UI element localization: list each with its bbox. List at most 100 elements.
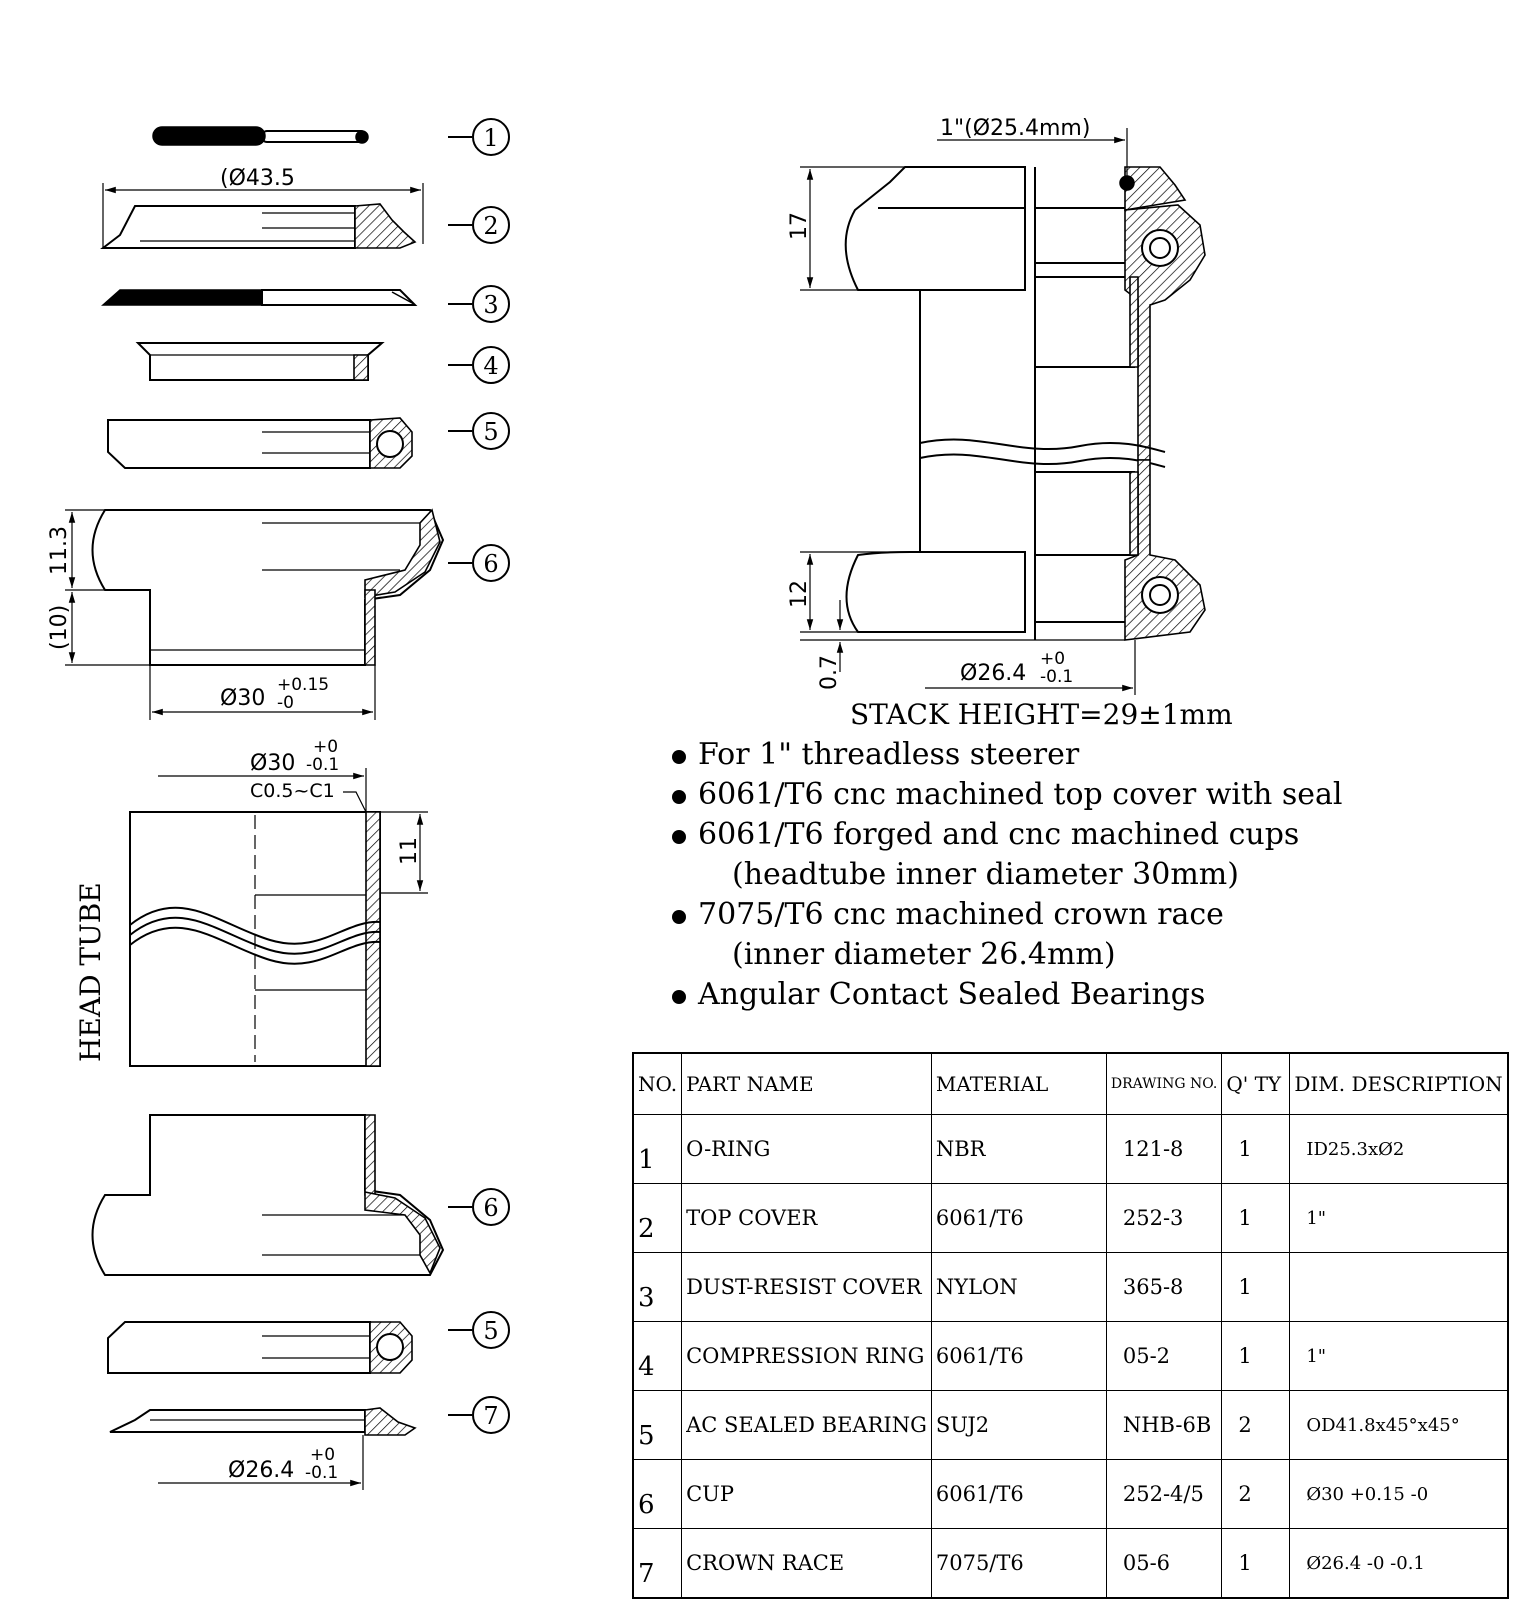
- svg-text:4: 4: [483, 352, 498, 380]
- part-compression-ring: [135, 342, 385, 381]
- assembly-view: 1"(Ø25.4mm) 17 12 0.7 Ø26.4 +0 -0.1 STAC…: [787, 116, 1233, 731]
- feature-text: For 1" threadless steerer: [698, 737, 1080, 772]
- svg-text:C0.5~C1: C0.5~C1: [250, 780, 335, 802]
- cell-qty: 1: [1221, 1114, 1291, 1184]
- cell-no: 5: [632, 1390, 683, 1460]
- table-row: 4 COMPRESSION RING 6061/T6 05-2 1 1": [632, 1321, 1509, 1391]
- svg-text:6: 6: [483, 1194, 498, 1222]
- cell-qty: 1: [1221, 1252, 1291, 1322]
- cell-drawing-no: 252-3: [1105, 1183, 1223, 1253]
- callout-7: 7: [448, 1396, 510, 1434]
- table-header-row: NO. PART NAME MATERIAL DRAWING NO. Q' TY…: [632, 1052, 1509, 1115]
- cell-qty: 1: [1221, 1528, 1291, 1599]
- cell-drawing-no: 121-8: [1105, 1114, 1223, 1184]
- bullet-icon: [672, 990, 686, 1004]
- cell-dim: 1": [1289, 1183, 1509, 1253]
- table-row: 2 TOP COVER 6061/T6 252-3 1 1": [632, 1183, 1509, 1253]
- cell-no: 1: [632, 1114, 683, 1184]
- callout-6-bottom: 6: [448, 1188, 510, 1226]
- svg-text:6: 6: [483, 550, 498, 578]
- svg-text:3: 3: [483, 291, 498, 319]
- part-cup-lower: [91, 1114, 445, 1276]
- cell-no: 3: [632, 1252, 683, 1322]
- callout-2: 2: [448, 206, 510, 244]
- bullet-icon: [672, 830, 686, 844]
- cell-dim: Ø30 +0.15 -0: [1289, 1459, 1509, 1529]
- table-row: 3 DUST-RESIST COVER NYLON 365-8 1: [632, 1252, 1509, 1322]
- cell-dim: 1": [1289, 1321, 1509, 1391]
- part-bearing-top: [107, 417, 413, 469]
- cell-part-name: AC SEALED BEARING: [681, 1390, 932, 1460]
- feature-text: 6061/T6 cnc machined top cover with seal: [698, 777, 1343, 812]
- feature-text: (headtube inner diameter 30mm): [732, 857, 1239, 892]
- callout-4: 4: [448, 346, 510, 384]
- part-dust-cover: [101, 289, 418, 306]
- svg-text:+0: +0: [313, 737, 338, 757]
- header-no: NO.: [632, 1052, 683, 1115]
- header-qty: Q' TY: [1221, 1052, 1291, 1115]
- dim-assembly-crown: Ø26.4 +0 -0.1: [925, 640, 1136, 695]
- cell-material: SUJ2: [930, 1390, 1107, 1460]
- svg-text:1: 1: [483, 124, 498, 152]
- cell-no: 6: [632, 1459, 683, 1529]
- callout-3: 3: [448, 285, 510, 323]
- bullet-icon: [672, 910, 686, 924]
- cell-no: 2: [632, 1183, 683, 1253]
- dim-tube-dia: Ø30 +0 -0.1 C0.5~C1: [158, 737, 367, 813]
- svg-text:+0: +0: [1040, 649, 1065, 669]
- svg-text:-0.1: -0.1: [306, 755, 339, 775]
- cell-part-name: TOP COVER: [681, 1183, 932, 1253]
- stack-height: STACK HEIGHT=29±1mm: [850, 698, 1233, 731]
- part-o-ring: [152, 126, 369, 146]
- svg-text:12: 12: [787, 580, 812, 608]
- table-row: 1 O-RING NBR 121-8 1 ID25.3xØ2: [632, 1114, 1509, 1184]
- callout-5-top: 5: [448, 412, 510, 450]
- cell-part-name: COMPRESSION RING: [681, 1321, 932, 1391]
- svg-text:17: 17: [787, 212, 812, 240]
- parts-table: NO. PART NAME MATERIAL DRAWING NO. Q' TY…: [632, 1052, 1509, 1599]
- dim-top-stack: 17: [787, 166, 905, 291]
- feature-item: Angular Contact Sealed Bearings: [672, 975, 1432, 1015]
- cell-qty: 1: [1221, 1321, 1291, 1391]
- dim-top-cover: (Ø43.5: [102, 166, 424, 248]
- svg-text:-0.1: -0.1: [1040, 667, 1073, 687]
- feature-item: 7075/T6 cnc machined crown race: [672, 895, 1432, 935]
- head-tube-label: HEAD TUBE: [74, 882, 107, 1062]
- bullet-icon: [672, 790, 686, 804]
- feature-text: (inner diameter 26.4mm): [732, 937, 1116, 972]
- dim-cup-dia: Ø30 +0.15 -0: [149, 665, 376, 720]
- svg-text:2: 2: [483, 212, 498, 240]
- dim-cup-height: 11.3 (10): [47, 509, 150, 666]
- part-cup-upper: [91, 508, 445, 666]
- cell-qty: 2: [1221, 1390, 1291, 1460]
- cell-material: NYLON: [930, 1252, 1107, 1322]
- svg-text:+0.15: +0.15: [277, 675, 329, 695]
- feature-list: For 1" threadless steerer 6061/T6 cnc ma…: [672, 735, 1432, 1015]
- svg-text:Ø26.4: Ø26.4: [960, 661, 1026, 686]
- table-row: 6 CUP 6061/T6 252-4/5 2 Ø30 +0.15 -0: [632, 1459, 1509, 1529]
- cell-dim: OD41.8x45°x45°: [1289, 1390, 1509, 1460]
- feature-item: (inner diameter 26.4mm): [672, 935, 1432, 975]
- feature-text: 7075/T6 cnc machined crown race: [698, 897, 1224, 932]
- callout-6-top: 6: [448, 544, 510, 582]
- header-drawing-no: DRAWING NO.: [1105, 1052, 1223, 1115]
- cell-part-name: CUP: [681, 1459, 932, 1529]
- cell-drawing-no: NHB-6B: [1105, 1390, 1223, 1460]
- cell-material: NBR: [930, 1114, 1107, 1184]
- dim-tube-depth: 11: [380, 811, 428, 894]
- dim-bottom-stack: 12 0.7: [787, 551, 1125, 690]
- cell-drawing-no: 365-8: [1105, 1252, 1223, 1322]
- part-top-cover: [100, 203, 417, 249]
- svg-text:11.3: 11.3: [47, 526, 72, 575]
- cell-material: 6061/T6: [930, 1321, 1107, 1391]
- cell-qty: 2: [1221, 1459, 1291, 1529]
- svg-text:Ø30: Ø30: [220, 686, 265, 711]
- svg-text:(Ø43.5: (Ø43.5: [220, 166, 295, 191]
- cell-no: 4: [632, 1321, 683, 1391]
- cell-material: 6061/T6: [930, 1459, 1107, 1529]
- cell-dim: [1289, 1252, 1509, 1322]
- part-crown-race: [109, 1407, 417, 1436]
- feature-item: 6061/T6 cnc machined top cover with seal: [672, 775, 1432, 815]
- part-bearing-bottom: [107, 1321, 413, 1374]
